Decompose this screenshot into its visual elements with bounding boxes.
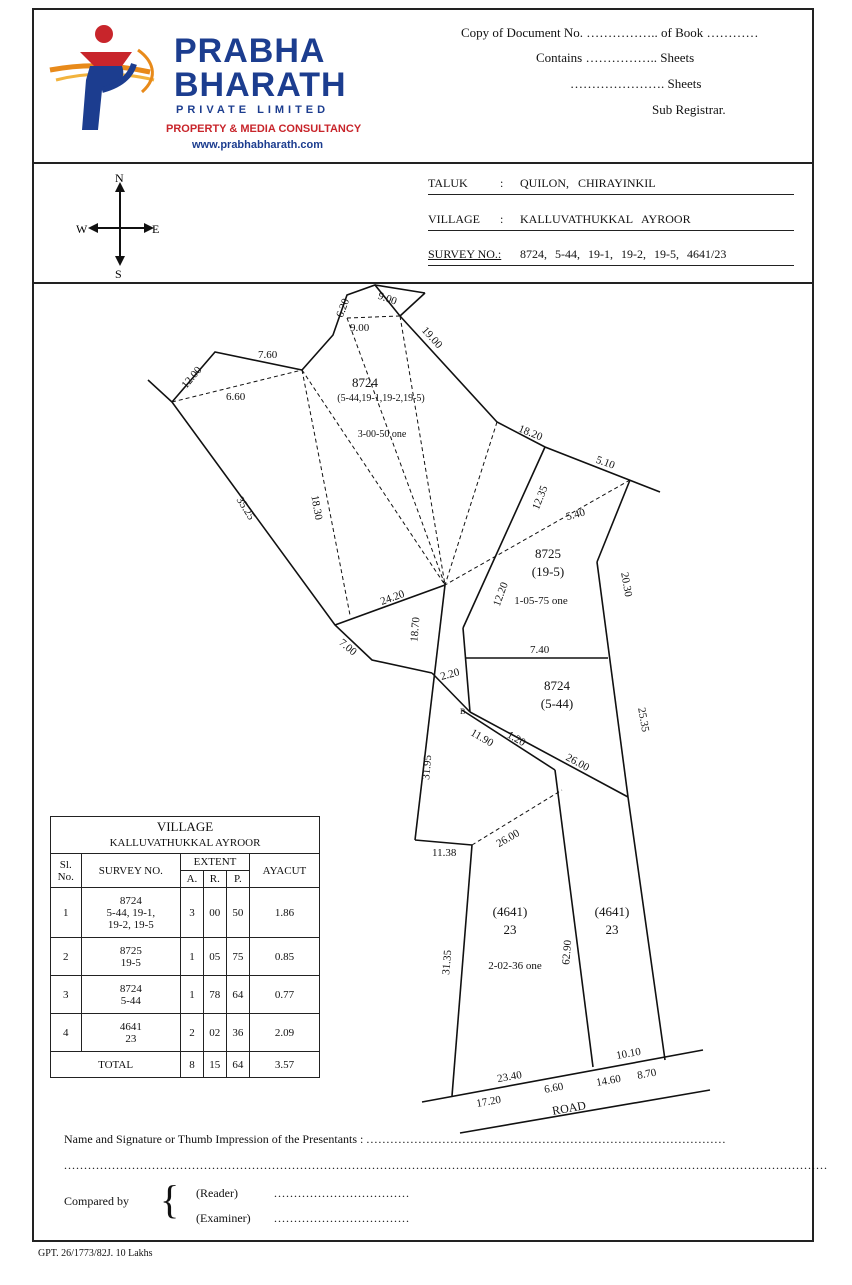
col-r: R. xyxy=(202,870,227,888)
sub-registrar: Sub Registrar. xyxy=(652,102,726,117)
taluk-label: TALUK xyxy=(428,176,468,190)
col-extent: EXTENT xyxy=(180,853,250,871)
table-title: VILLAGE KALLUVATHUKKAL AYROOR xyxy=(50,816,320,854)
taluk-value: QUILON, CHIRAYINKIL xyxy=(520,176,656,190)
presentants-line: Name and Signature or Thumb Impression o… xyxy=(64,1132,726,1147)
examiner-label: (Examiner) xyxy=(196,1211,251,1225)
presentants-dots-2: ........................................… xyxy=(64,1158,828,1172)
brand-tagline: PRIVATE LIMITED xyxy=(176,104,330,116)
table-title-name: KALLUVATHUKKAL AYROOR xyxy=(109,837,261,849)
brace-icon: { xyxy=(160,1177,180,1222)
survey-row: SURVEY NO.: 8724, 5-44, 19-1, 19-2, 19-5,… xyxy=(428,247,794,266)
village-label: VILLAGE xyxy=(428,212,480,226)
compared-by-label: Compared by xyxy=(64,1194,129,1208)
logo-figure-icon xyxy=(49,25,155,130)
document-frame xyxy=(32,8,814,1242)
presentants-dots: ........................................… xyxy=(366,1132,727,1146)
contains-line: Contains …………….. Sheets xyxy=(536,50,695,65)
survey-value: 8724, 5-44, 19-1, 19-2, 19-5, 4641/23 xyxy=(520,247,727,261)
compass-s: S xyxy=(115,267,122,280)
gpt-note: GPT. 26/1773/82J. 10 Lakhs xyxy=(38,1248,153,1259)
table-title-village: VILLAGE xyxy=(156,819,214,834)
compass-icon: N S W E xyxy=(76,171,159,280)
col-p: P. xyxy=(225,870,250,888)
info-box xyxy=(32,162,814,284)
col-survey: SURVEY NO. xyxy=(80,853,182,888)
reader-row: (Reader)................................… xyxy=(196,1186,410,1200)
brand-website: www.prabhabharath.com xyxy=(192,139,324,151)
brand-logo: PRABHA BHARATH PRIVATE LIMITED PROPERTY … xyxy=(42,20,372,155)
sheets-line: …………………. Sheets xyxy=(570,76,702,91)
col-sl: Sl.No. xyxy=(50,853,82,888)
village-extent-table: VILLAGE KALLUVATHUKKAL AYROOR Sl.No. SUR… xyxy=(49,816,321,1078)
brand-name-line1: PRABHA xyxy=(174,32,326,70)
brand-service: PROPERTY & MEDIA CONSULTANCY xyxy=(166,123,362,135)
village-row: VILLAGE:KALLUVATHUKKAL AYROOR xyxy=(428,212,794,231)
taluk-row: TALUK:QUILON, CHIRAYINKIL xyxy=(428,176,794,195)
compass-e: E xyxy=(152,222,159,236)
col-ayacut: AYACUT xyxy=(248,853,321,888)
compass-w: W xyxy=(76,222,88,236)
presentants-label: Name and Signature or Thumb Impression o… xyxy=(64,1132,364,1146)
reader-label: (Reader) xyxy=(196,1186,238,1200)
col-a: A. xyxy=(180,870,204,888)
copy-document-line: Copy of Document No. …………….. of Book ………… xyxy=(461,25,759,40)
compass-n: N xyxy=(115,171,124,185)
brand-name-line2: BHARATH xyxy=(174,66,347,104)
survey-label: SURVEY NO.: xyxy=(428,247,502,261)
examiner-row: (Examiner)..............................… xyxy=(196,1211,410,1225)
village-value: KALLUVATHUKKAL AYROOR xyxy=(520,212,691,226)
